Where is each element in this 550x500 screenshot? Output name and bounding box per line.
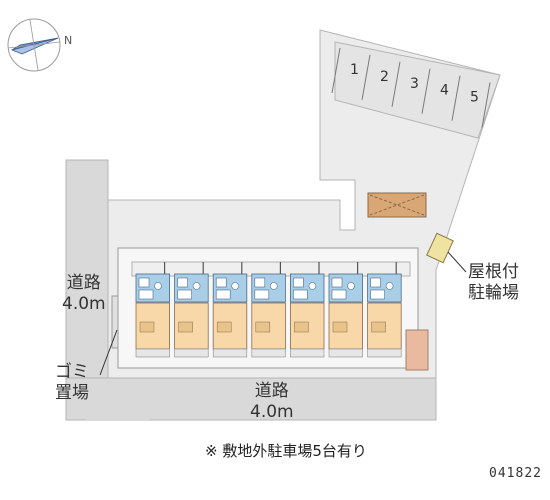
garbage-label-line1: ゴミ bbox=[55, 362, 89, 382]
apartment-unit bbox=[251, 262, 286, 358]
bike-shed-cross bbox=[369, 194, 425, 216]
apartment-unit bbox=[212, 262, 248, 358]
entrance-area bbox=[405, 329, 429, 371]
road-bottom-label: 道路 4.0m bbox=[250, 381, 294, 423]
parking-space-number: 4 bbox=[440, 83, 449, 99]
apartment-unit bbox=[328, 262, 363, 358]
parking-space-number: 3 bbox=[410, 76, 419, 92]
parking-divider bbox=[361, 54, 371, 100]
garbage-leader-line bbox=[99, 329, 118, 376]
bike-leader-line bbox=[447, 251, 467, 273]
road-bottom-name: 道路 bbox=[254, 381, 289, 401]
unit-group bbox=[135, 262, 402, 358]
apartment-unit bbox=[135, 262, 170, 358]
garbage-label-line2: 置場 bbox=[55, 383, 89, 403]
road-left-width: 4.0m bbox=[62, 294, 106, 314]
apartment-unit bbox=[367, 262, 402, 358]
compass-icon bbox=[7, 18, 61, 72]
parking-space-number: 2 bbox=[380, 69, 389, 85]
parking-space-number: 1 bbox=[350, 62, 359, 78]
road-left-label: 道路 4.0m bbox=[62, 273, 106, 315]
parking-divider bbox=[391, 61, 401, 107]
bike-shed bbox=[367, 192, 427, 218]
apartment-unit bbox=[174, 262, 209, 358]
apartment-unit bbox=[289, 262, 325, 358]
road-bottom-width: 4.0m bbox=[250, 402, 294, 422]
compass-north-letter: N bbox=[64, 34, 72, 47]
bike-parking-label-line1: 屋根付 bbox=[468, 262, 519, 282]
parking-divider bbox=[331, 47, 341, 94]
parking-space-number: 5 bbox=[470, 90, 479, 106]
parking-divider bbox=[481, 82, 491, 128]
parking-divider bbox=[451, 75, 461, 121]
parking-area bbox=[334, 41, 501, 139]
garbage-label: ゴミ 置場 bbox=[55, 362, 89, 404]
bike-rack-icon bbox=[426, 232, 454, 264]
bike-parking-label-line2: 駐輪場 bbox=[468, 283, 519, 303]
parking-divider bbox=[421, 68, 431, 114]
parking-space-lines: 1 2 3 4 5 bbox=[331, 47, 491, 128]
bike-parking-label: 屋根付 駐輪場 bbox=[468, 262, 519, 304]
bike-shed-cross bbox=[369, 194, 425, 216]
road-bottom-corner bbox=[86, 390, 150, 420]
offsite-parking-note: ※ 敷地外駐車場5台有り bbox=[205, 442, 367, 460]
road-left-name: 道路 bbox=[66, 273, 101, 293]
property-code: 041822 bbox=[489, 466, 542, 481]
